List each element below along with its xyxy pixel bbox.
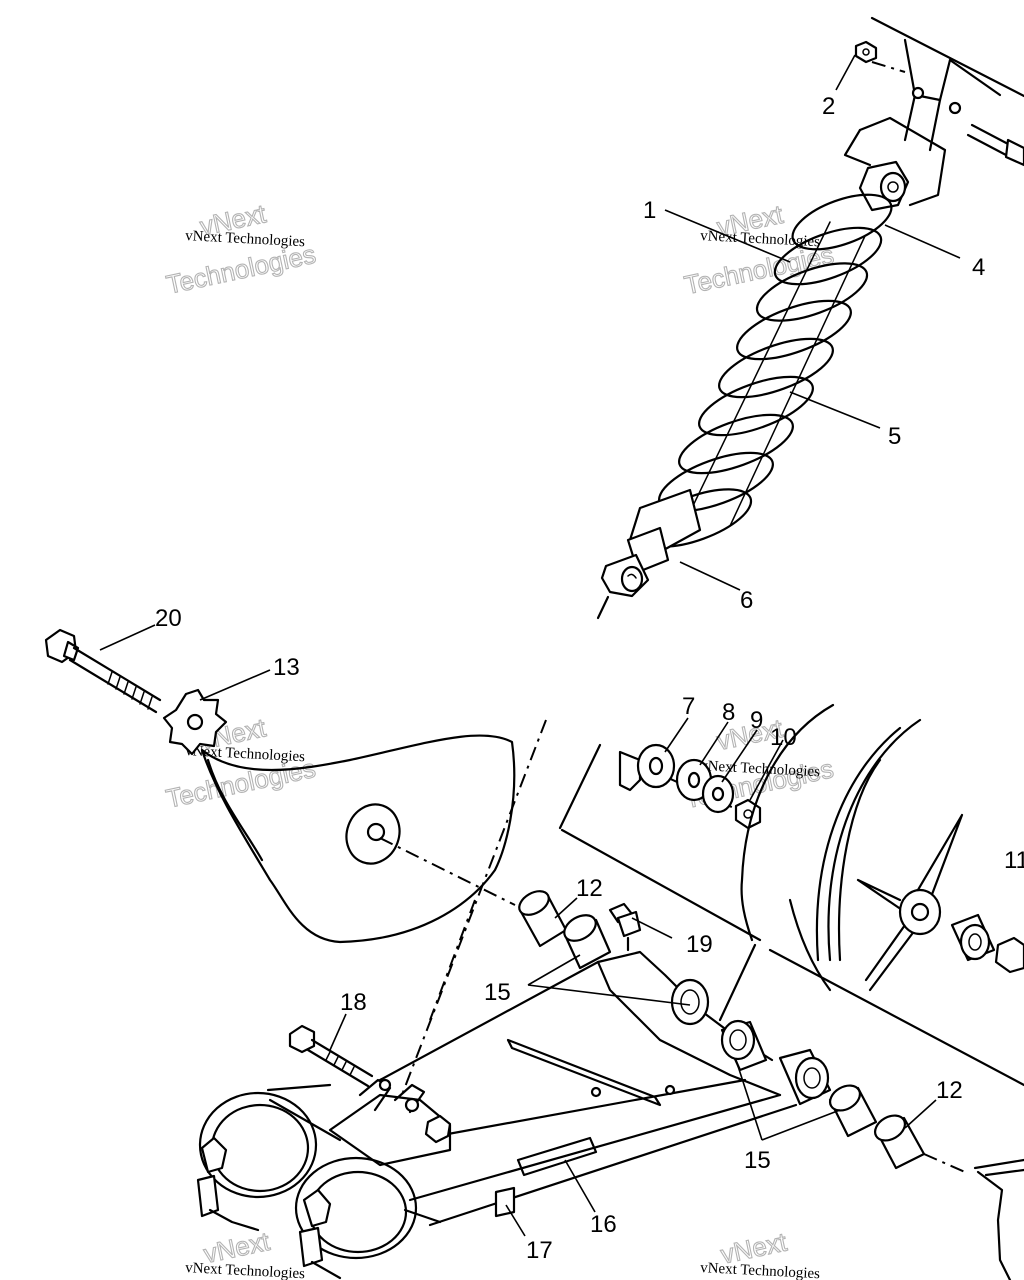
callout-15-lower: 15 — [744, 1147, 771, 1174]
star-washer-item-13 — [162, 688, 228, 756]
callout-2: 2 — [822, 93, 835, 120]
grease-fitting-item-19 — [608, 902, 642, 952]
callout-11: 11 — [1004, 847, 1024, 874]
callout-5: 5 — [888, 423, 901, 450]
washer-item-9 — [701, 774, 735, 814]
watermark-small-2: vNext Technologies — [700, 228, 821, 250]
callout-labels: 2 1 4 5 6 20 13 7 8 9 10 11 12 19 15 18 … — [155, 93, 1024, 1264]
clamp-ring-left — [196, 1091, 318, 1232]
callout-7: 7 — [682, 693, 695, 720]
nut-item-2 — [854, 40, 878, 64]
watermark-small-4: vNext Technologies — [700, 758, 821, 780]
callout-18: 18 — [340, 989, 367, 1016]
bushing-item-15-lower — [828, 1084, 878, 1138]
side-panel-cover — [200, 734, 516, 944]
watermark-small-5: vNext Technologies — [185, 1260, 306, 1280]
callout-12-upper: 12 — [576, 875, 603, 902]
upper-frame-bracket — [843, 16, 1024, 207]
upper-mount-bolt — [966, 123, 1024, 167]
bolt-item-18 — [288, 1024, 374, 1088]
callout-6: 6 — [740, 587, 753, 614]
watermark-group: vNext Technologies vNext Technologies vN… — [163, 198, 837, 1280]
bushing-item-15-upper — [563, 914, 612, 970]
shock-absorber-item-1 — [596, 160, 910, 620]
watermark-small-6: vNext Technologies — [700, 1260, 821, 1280]
leader-lines — [99, 54, 961, 1237]
bushing-item-12-lower — [873, 1114, 926, 1170]
watermark-small-1: vNext Technologies — [185, 228, 306, 250]
callout-8: 8 — [722, 699, 735, 726]
clamp-ring-right — [294, 1156, 442, 1280]
callout-10: 10 — [770, 724, 797, 751]
bushing-item-12-upper — [518, 890, 568, 948]
callout-15-upper: 15 — [484, 979, 511, 1006]
lower-right-bracket — [718, 943, 1024, 1280]
callout-19: 19 — [686, 931, 713, 958]
center-axis-line — [399, 719, 547, 1101]
swing-arm-item-16 — [266, 950, 832, 1227]
callout-1: 1 — [643, 197, 656, 224]
bolt-item-20 — [44, 628, 162, 714]
callout-20: 20 — [155, 605, 182, 632]
callout-13: 13 — [273, 654, 300, 681]
washer-item-7 — [636, 743, 676, 789]
callout-16: 16 — [590, 1211, 617, 1238]
watermark-small-3: vNext Technologies — [185, 743, 306, 765]
callout-9: 9 — [750, 707, 763, 734]
callout-17: 17 — [526, 1237, 553, 1264]
wheel-hub-area — [740, 703, 1024, 992]
callout-4: 4 — [972, 254, 985, 281]
callout-12-lower: 12 — [936, 1077, 963, 1104]
